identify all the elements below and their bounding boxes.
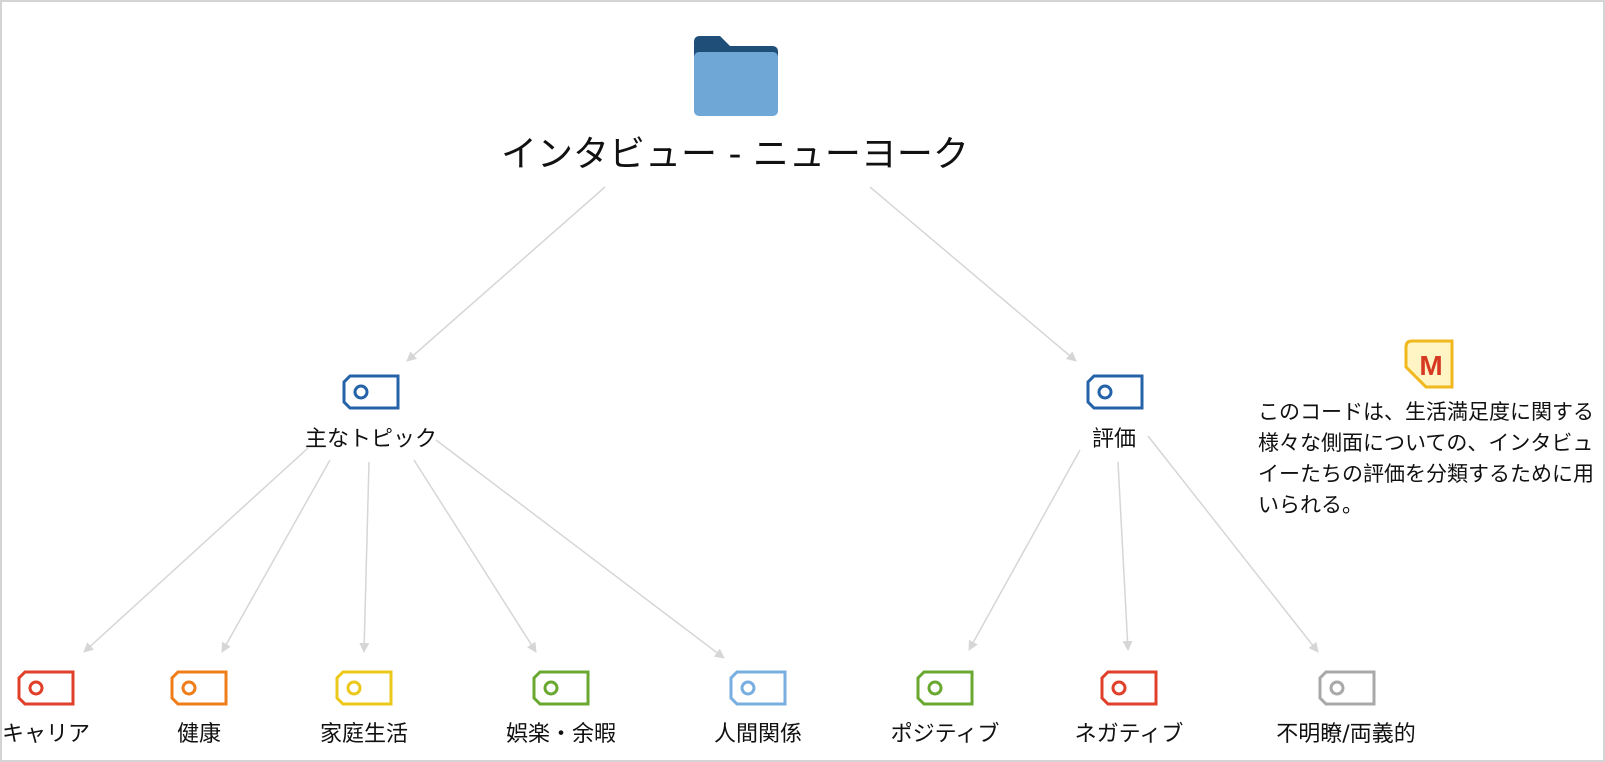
code-tag-icon xyxy=(335,670,393,706)
edge-eval-ambiguous xyxy=(1147,435,1319,653)
leaf-label: 娯楽・余暇 xyxy=(505,722,617,747)
edge-eval-positive xyxy=(968,449,1081,651)
code-tag-icon xyxy=(342,374,400,410)
group-label: 評価 xyxy=(1091,427,1137,452)
leaf-label: ネガティブ xyxy=(1074,722,1184,747)
edge-main-career xyxy=(83,447,309,653)
code-tag-icon xyxy=(916,670,974,706)
memo-icon: M xyxy=(1404,339,1454,389)
code-tag-icon xyxy=(1086,374,1144,410)
leaf-label: 不明瞭/両義的 xyxy=(1276,722,1416,747)
leaf-label: キャリア xyxy=(1,722,91,747)
memo-text: このコードは、生活満足度に関する様々な側面についての、インタビュイーたちの評価を… xyxy=(1258,400,1594,517)
svg-text:M: M xyxy=(1419,350,1442,381)
edge-root-evaluation xyxy=(869,186,1077,362)
edge-eval-negative xyxy=(1117,461,1133,651)
code-tag-icon xyxy=(1318,670,1376,706)
code-tag-icon xyxy=(532,670,590,706)
leaf-label: 家庭生活 xyxy=(319,722,409,747)
folder-icon xyxy=(694,36,778,116)
leaf-label: 人間関係 xyxy=(713,722,803,747)
group-label: 主なトピック xyxy=(304,427,438,452)
edge-main-health xyxy=(221,459,331,653)
leaf-label: 健康 xyxy=(176,722,222,747)
edge-main-relationships xyxy=(435,439,725,659)
edge-main-leisure xyxy=(413,459,537,653)
edge-main-family-life xyxy=(359,461,370,653)
leaf-label: ポジティブ xyxy=(890,722,1000,747)
code-tag-icon xyxy=(1100,670,1158,706)
edge-root-main-topics xyxy=(406,186,606,362)
code-tag-icon xyxy=(17,670,75,706)
code-tag-icon xyxy=(170,670,228,706)
root-label: インタビュー - ニューヨーク xyxy=(501,134,969,175)
code-tag-icon xyxy=(729,670,787,706)
